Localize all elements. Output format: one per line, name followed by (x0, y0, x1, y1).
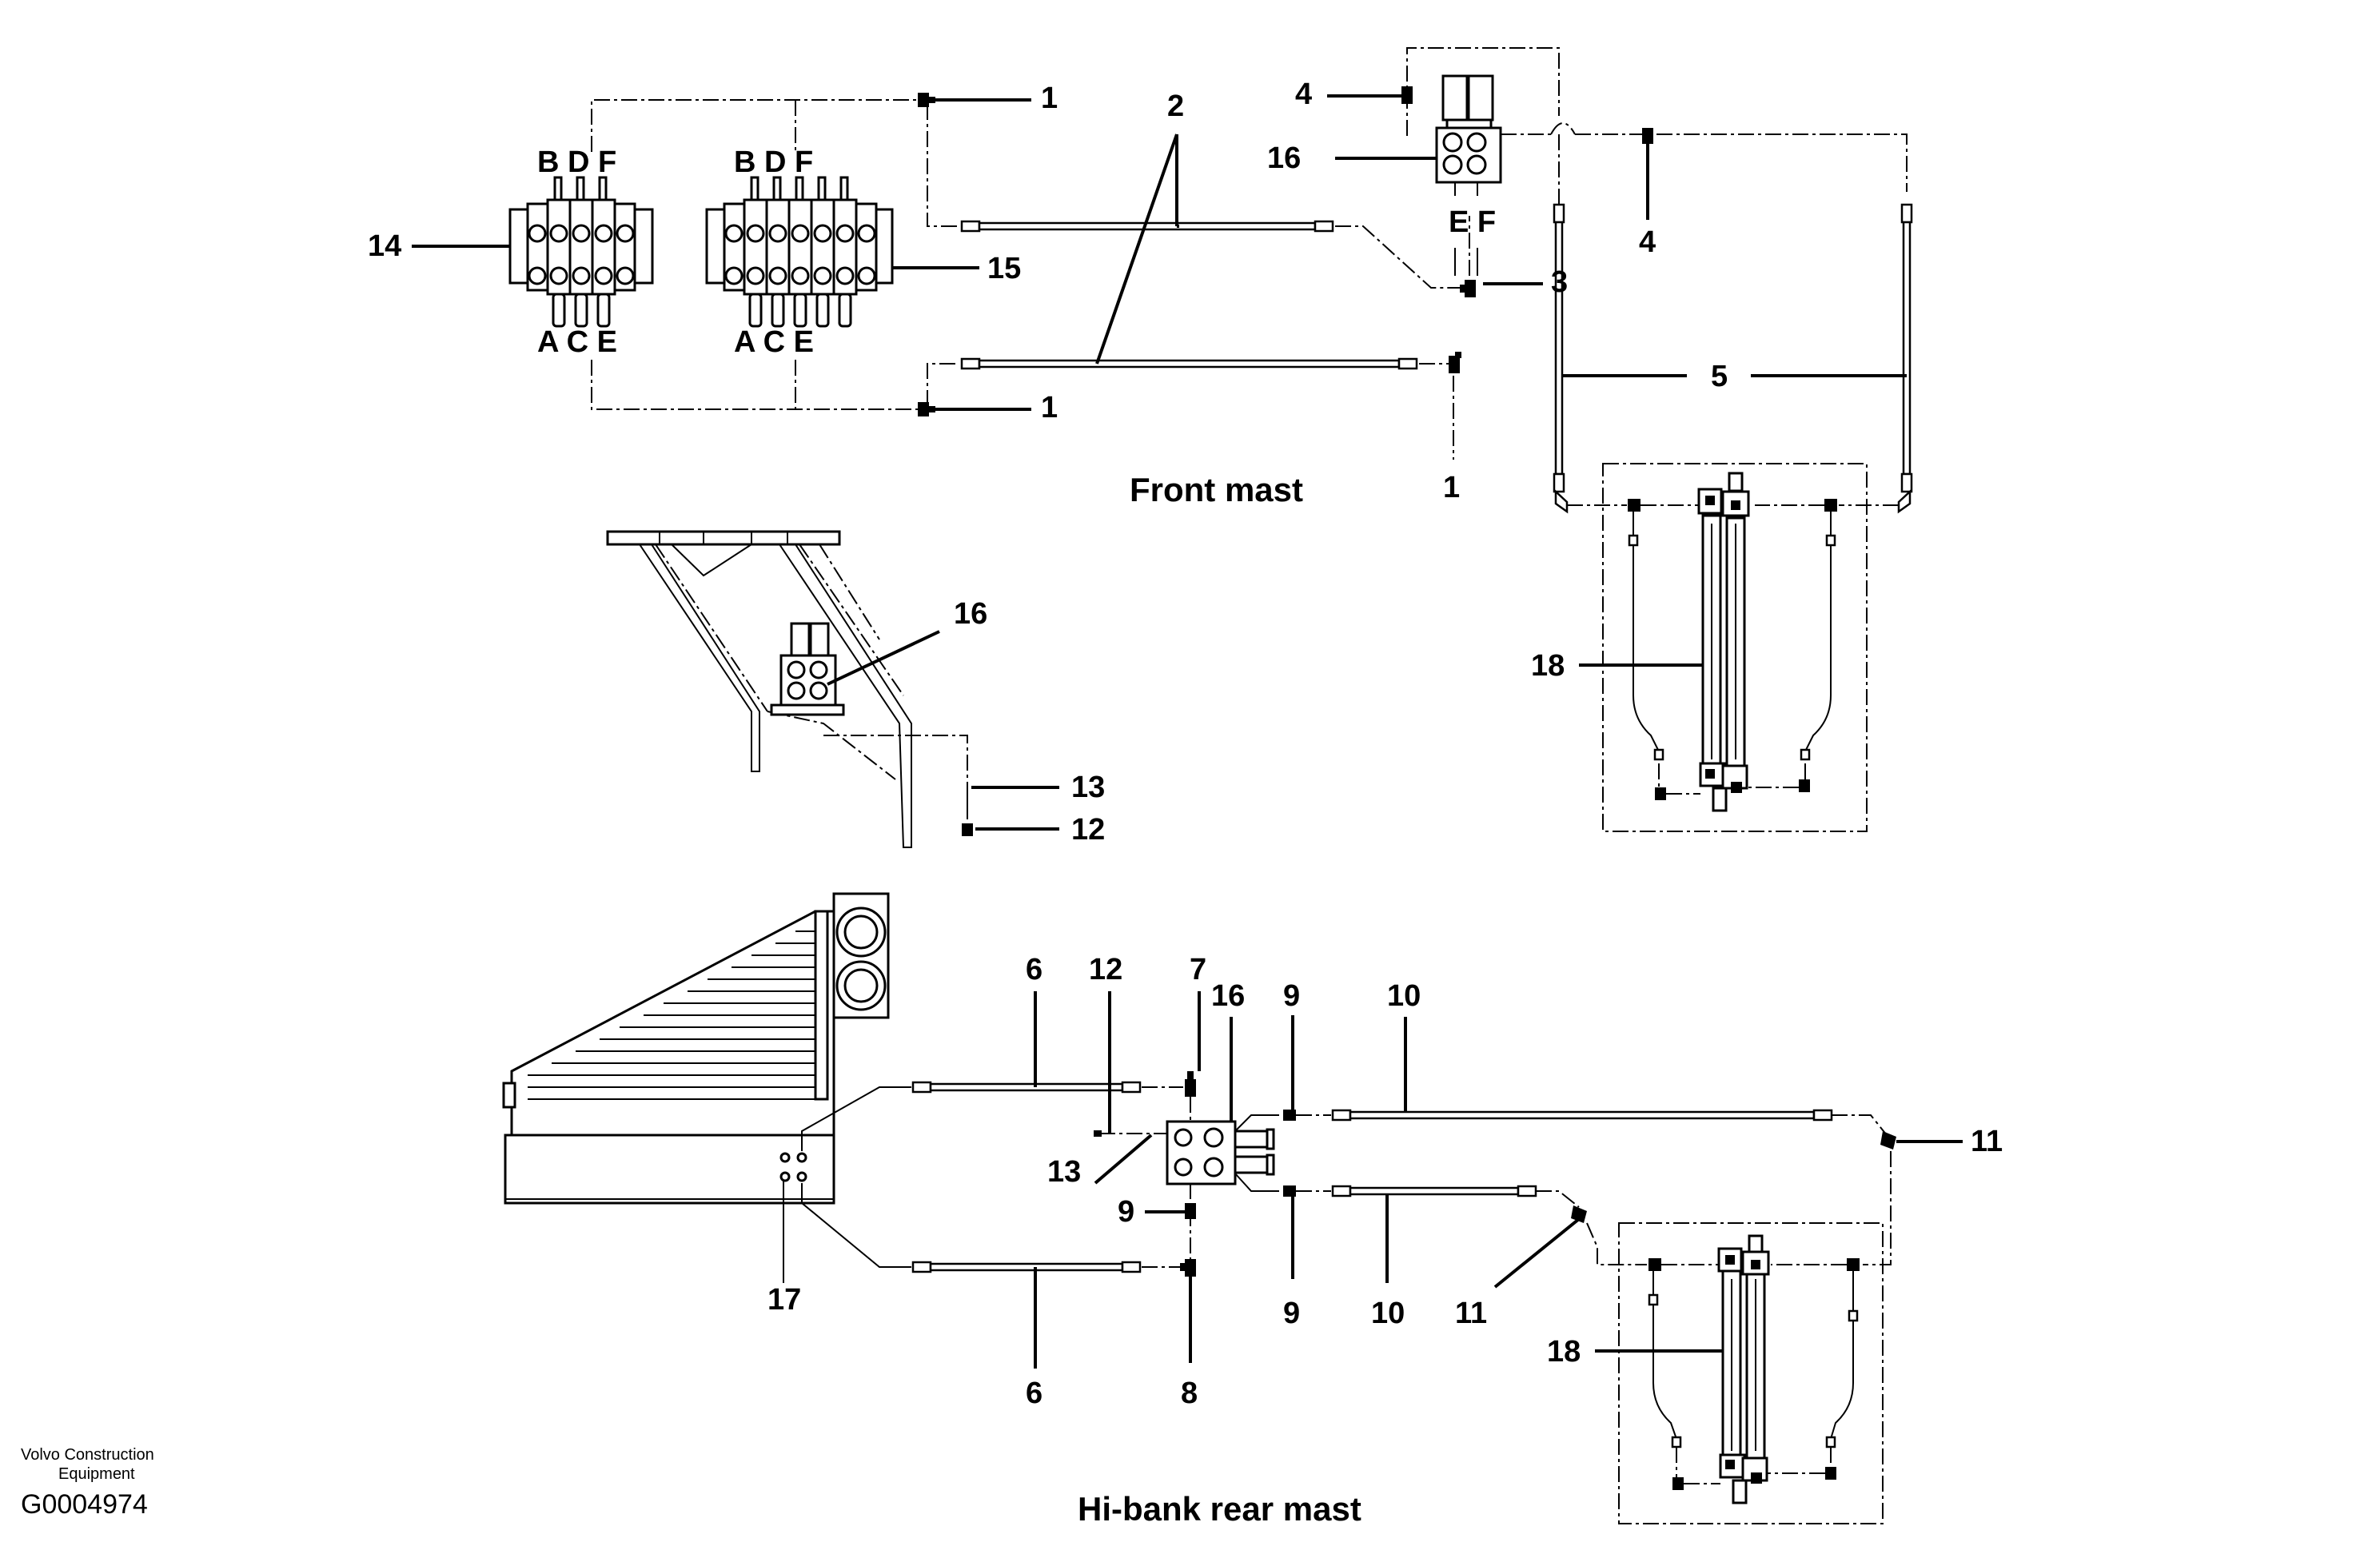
fitting-1-top (918, 93, 935, 107)
fitting-1-right (1449, 352, 1461, 373)
callout-6-bottom: 6 (1026, 1377, 1042, 1410)
selector-valve-16-bracket (770, 622, 845, 716)
brand-line-1: Volvo Construction (21, 1446, 154, 1464)
callout-16-front: 16 (1267, 141, 1301, 175)
valve15-bottom-letters: A C E (734, 325, 814, 359)
front-valve-dashed-lines (591, 99, 959, 410)
selector-valve-16-front (1401, 47, 1560, 276)
callout-17: 17 (767, 1283, 801, 1317)
callout-10-bottom: 10 (1371, 1297, 1405, 1330)
leader-lines (412, 94, 1963, 1369)
lift-cylinder-18-front (1567, 463, 1899, 832)
callout-1-bottom: 1 (1041, 391, 1058, 424)
valve15-top-letters: B D F (734, 145, 813, 179)
control-valve-15 (705, 176, 894, 328)
callout-9-top: 9 (1283, 979, 1300, 1013)
hose-2-lower (960, 357, 1418, 370)
callout-8: 8 (1181, 1377, 1198, 1410)
fitting-9-upper (1283, 1110, 1296, 1121)
callout-13-rear: 13 (1047, 1155, 1081, 1189)
callout-18-rear: 18 (1547, 1335, 1581, 1369)
brand-line-2: Equipment (58, 1465, 135, 1483)
callout-2: 2 (1167, 90, 1184, 123)
fitting-9-lower (1283, 1185, 1296, 1197)
callout-13-bracket: 13 (1071, 771, 1105, 804)
radiator-unit (502, 892, 890, 1205)
callout-15: 15 (987, 252, 1021, 285)
hose-6-upper (911, 1081, 1142, 1094)
callout-4-right: 4 (1639, 225, 1656, 259)
drawing-code: G0004974 (21, 1489, 148, 1520)
callout-11-bottom: 11 (1455, 1297, 1487, 1330)
fitting-11-upper (1880, 1131, 1896, 1150)
callout-9-left: 9 (1118, 1195, 1134, 1229)
callout-11-right: 11 (1971, 1125, 2003, 1158)
callout-6-top: 6 (1026, 953, 1042, 986)
callout-12-rear: 12 (1089, 953, 1122, 986)
hose-10-lower (1331, 1185, 1537, 1197)
callout-12-bracket: 12 (1071, 813, 1105, 847)
valve14-bottom-letters: A C E (537, 325, 617, 359)
callout-5: 5 (1711, 360, 1728, 393)
callout-7: 7 (1190, 953, 1206, 986)
block16-port-letters: E F (1449, 205, 1496, 239)
fitting-1-bottom (918, 402, 935, 416)
caption-rear-mast: Hi-bank rear mast (1078, 1490, 1361, 1528)
fitting-3 (1460, 280, 1476, 297)
callout-16-rear: 16 (1211, 979, 1245, 1013)
hose-6-lower (911, 1261, 1142, 1273)
callout-1-right: 1 (1443, 471, 1460, 504)
callout-9-bottom: 9 (1283, 1297, 1300, 1330)
callout-14: 14 (368, 229, 401, 263)
callout-1-top: 1 (1041, 82, 1058, 115)
fitting-12-rear (1094, 1130, 1102, 1137)
callout-16-bracket: 16 (954, 597, 987, 631)
fitting-9-left (1185, 1203, 1196, 1219)
callout-4-left: 4 (1295, 78, 1312, 111)
valve14-top-letters: B D F (537, 145, 616, 179)
mast-bracket (606, 530, 912, 848)
fitting-12-bracket (962, 823, 973, 836)
fitting-7 (1185, 1071, 1196, 1097)
fitting-8 (1180, 1259, 1196, 1277)
hose-5-left (1553, 203, 1569, 514)
callout-10-top: 10 (1387, 979, 1421, 1013)
lift-cylinder-18-rear (1618, 1222, 1884, 1524)
control-valve-14 (508, 176, 654, 328)
caption-front-mast: Front mast (1130, 471, 1303, 508)
hose-5-right (1897, 203, 1913, 514)
fitting-11-lower (1571, 1205, 1587, 1223)
callout-3: 3 (1551, 265, 1568, 299)
hose-10-upper (1331, 1109, 1833, 1122)
callout-18-front: 18 (1531, 649, 1565, 683)
fitting-4-right (1642, 128, 1653, 144)
selector-valve-16-rear (1166, 1120, 1275, 1185)
